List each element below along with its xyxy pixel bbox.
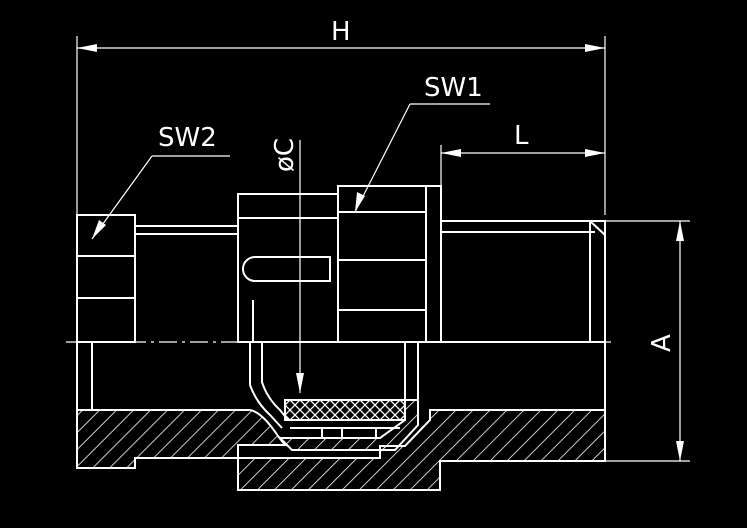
sealing-ring [284,399,406,421]
gland-exterior-view [76,185,606,343]
dimension-a: A [600,220,690,462]
gland-section-view [76,342,606,491]
overall-length-label: H [331,17,351,47]
sw1-leader: SW1 [354,73,490,213]
dome-cap-nut [76,214,136,343]
cap-nut-section [76,409,288,469]
seal-insert-fingers [249,342,289,429]
body-slot [242,256,331,282]
main-body-hex [337,185,427,343]
diameter-c-dimension: øC [270,138,304,393]
thread-diameter-label: A [647,334,677,352]
thread-length-label: L [514,121,529,151]
wrench-size-1-label: SW1 [424,73,483,103]
cable-diameter-label: øC [270,138,300,172]
body-flange [425,185,442,343]
wrench-size-2-label: SW2 [158,123,217,153]
dimension-h: H [76,17,606,215]
thread-section [440,220,606,343]
sw2-leader: SW2 [91,123,230,240]
dimension-l: L [440,121,605,188]
